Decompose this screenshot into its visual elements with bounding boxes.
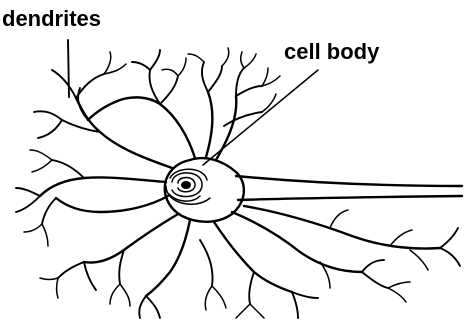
dendrites-label: dendrites <box>2 6 101 31</box>
nucleus <box>166 169 210 204</box>
dendrite-trunks <box>40 92 440 296</box>
cell-body-label: cell body <box>284 39 380 64</box>
dendrites-leader-line <box>68 40 69 97</box>
axon <box>236 176 462 200</box>
dendrite-branches <box>16 48 460 318</box>
